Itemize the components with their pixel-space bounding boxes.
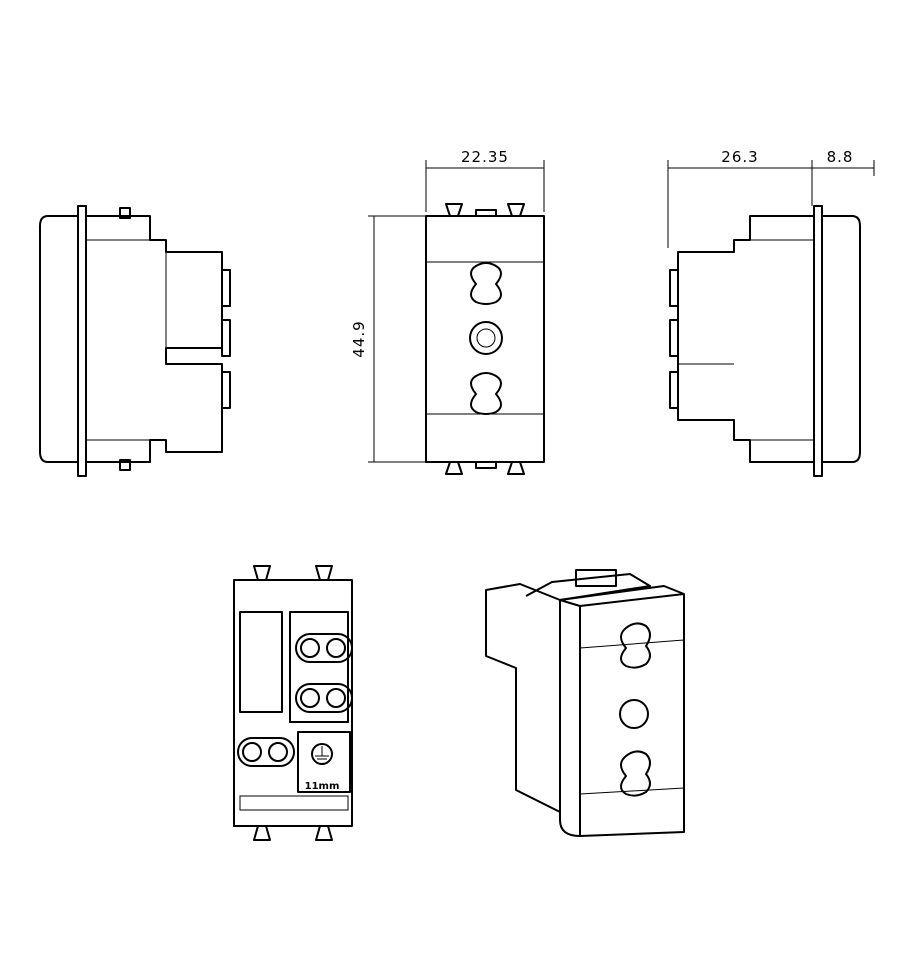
right-side-view xyxy=(667,160,875,477)
dimension-height: 44.9 xyxy=(350,320,368,357)
left-side-view xyxy=(39,205,231,477)
rear-view xyxy=(233,565,353,841)
dimension-plate: 8.8 xyxy=(827,148,854,166)
perspective-view xyxy=(485,569,685,837)
dimension-width: 22.35 xyxy=(461,148,509,166)
dimension-depth: 26.3 xyxy=(721,148,758,166)
front-view xyxy=(368,160,545,475)
strip-gauge-label: 11mm xyxy=(305,781,340,792)
